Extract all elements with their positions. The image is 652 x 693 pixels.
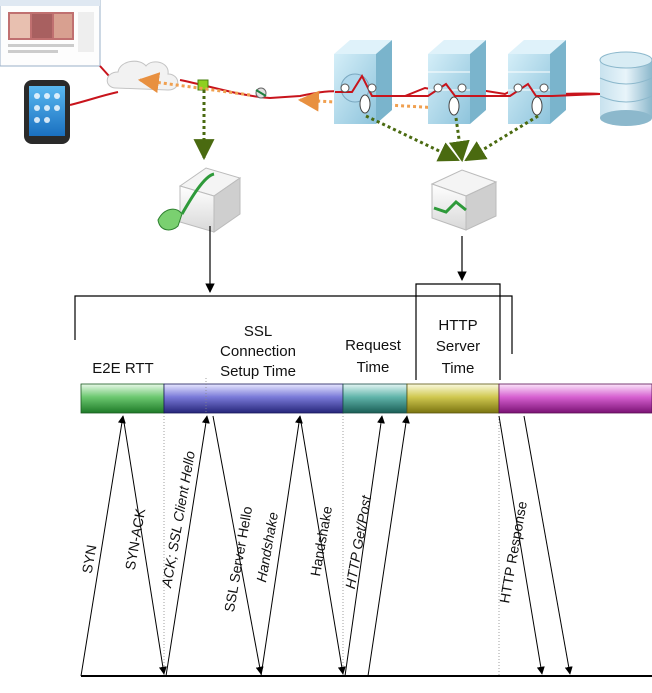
probe-path-app — [448, 117, 470, 163]
server-bracket — [415, 283, 501, 380]
phase-label-ssl-1: SSL — [244, 323, 272, 340]
middleware-server-icon — [508, 40, 566, 124]
msg-label-http-get: HTTP Get/Post — [342, 493, 374, 590]
network-probe-appliance-icon — [157, 167, 242, 233]
msg-label-syn-ack: SYN-ACK — [122, 506, 149, 571]
msg-label-http-response: HTTP Response — [496, 500, 530, 605]
probe-path-web — [365, 114, 460, 162]
network-path-servers — [335, 73, 601, 97]
e2e-bracket — [74, 295, 513, 354]
arrow-http-response — [498, 415, 545, 675]
database-icon — [599, 51, 652, 126]
arrow-syn — [80, 415, 126, 677]
phase-label-request-2: Time — [357, 359, 390, 376]
segment-server — [406, 383, 500, 414]
probe-path-mid — [464, 114, 539, 162]
arrow-http-get — [344, 415, 385, 677]
msg-label-handshake-2: Handshake — [307, 505, 335, 578]
phase-label-e2e: E2E RTT — [92, 360, 153, 377]
browser-screenshot — [0, 0, 101, 67]
arrow-handshake-2 — [299, 415, 346, 675]
server-probe-appliance-icon — [430, 169, 498, 231]
arrow-http-response-2 — [523, 415, 573, 675]
phase-label-server-2: Server — [436, 338, 480, 355]
timing-guides — [163, 378, 500, 676]
arrow-handshake-1 — [260, 415, 303, 677]
phase-label-request-1: Request — [345, 337, 402, 354]
arrow-syn-ack — [122, 415, 167, 675]
arrow-http-get-2 — [367, 415, 410, 677]
msg-label-syn: SYN — [79, 544, 100, 575]
segment-request — [342, 383, 408, 414]
segment-e2e-rtt — [80, 383, 165, 414]
segment-response — [498, 383, 652, 414]
mobile-phone-icon — [24, 80, 70, 144]
arrow-server-hello — [212, 415, 264, 675]
phase-label-ssl-2: Connection — [220, 343, 296, 360]
return-path-arrow — [297, 90, 441, 112]
cloud-icon — [106, 60, 179, 91]
phase-label-server-1: HTTP — [438, 317, 477, 334]
return-path-arrow-2 — [137, 72, 251, 97]
phase-label-ssl-3: Setup Time — [220, 363, 296, 380]
arrow-client-hello — [165, 415, 210, 677]
measurement-sensor-icon — [255, 87, 267, 99]
msg-label-server-hello: SSL Server Hello — [221, 505, 255, 613]
phase-label-server-3: Time — [442, 360, 475, 377]
segment-ssl-setup — [163, 383, 344, 414]
